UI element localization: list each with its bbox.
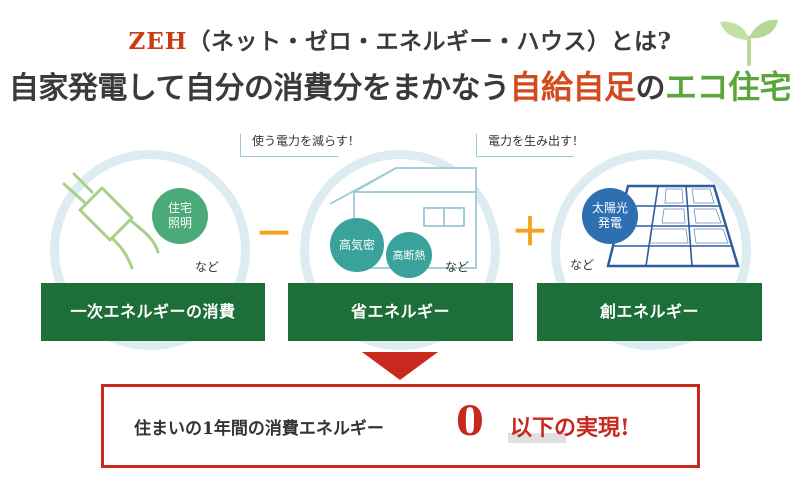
plug-icon (62, 172, 160, 270)
down-arrow-icon (362, 352, 438, 380)
title-line-2-b: の (635, 71, 666, 106)
saving-etc: など (445, 260, 470, 274)
result-box (101, 384, 700, 468)
save-note: 使う電力を減らす！ (252, 134, 360, 148)
creating-etc: など (570, 258, 595, 272)
result-zero: 0 (456, 398, 484, 445)
creating-bubble-line-1: 太陽光 (591, 201, 628, 215)
creating-label: 創エネルギー (537, 283, 762, 341)
plus-operator: ＋ (510, 210, 549, 254)
saving-label: 省エネルギー (288, 283, 513, 341)
result-highlight (508, 433, 566, 443)
consumption-bubble: 住宅 照明 (152, 188, 208, 244)
title-self-sufficient: 自給自足 (509, 68, 637, 106)
consumption-label: 一次エネルギーの消費 (41, 283, 265, 341)
title-zeh-definition: （ネット・ゼロ・エネルギー・ハウス）とは? (187, 28, 672, 55)
result-suffix: 以下の実現! (510, 415, 630, 441)
save-note-bracket (240, 134, 338, 157)
title-line-1: ZEH（ネット・ゼロ・エネルギー・ハウス）とは? (0, 22, 800, 56)
saving-bubble-insulation: 高断熱 (386, 232, 432, 278)
result-text: 住まいの1年間の消費エネルギー (134, 419, 384, 439)
title-line-2: 自家発電して自分の消費分をまかなう自給自足のエコ住宅 (0, 62, 800, 108)
create-note-bracket (476, 134, 574, 157)
title-eco-house: エコ住宅 (665, 68, 792, 106)
title-zeh: ZEH (128, 28, 188, 55)
consumption-etc: など (195, 260, 220, 274)
minus-operator: － (254, 212, 293, 256)
creating-bubble: 太陽光 発電 (582, 188, 638, 244)
consumption-bubble-line-1: 住宅 (167, 201, 192, 215)
saving-bubble-airtight: 高気密 (330, 218, 384, 272)
title-line-2-a: 自家発電して自分の消費分をまかなう (8, 71, 510, 106)
create-note: 電力を生み出す！ (488, 134, 585, 148)
creating-bubble-line-2: 発電 (597, 216, 622, 230)
solar-panel-icon (606, 184, 740, 268)
consumption-bubble-line-2: 照明 (167, 216, 192, 230)
sprout-icon (720, 19, 778, 66)
